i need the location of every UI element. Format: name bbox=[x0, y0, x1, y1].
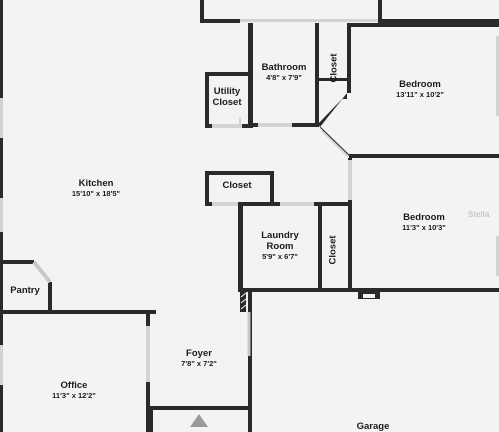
room-dims: 7'8" x 7'2" bbox=[181, 358, 217, 368]
wall bbox=[48, 282, 52, 314]
room-name: Bathroom bbox=[261, 62, 307, 73]
window bbox=[496, 236, 499, 276]
room-name: Kitchen bbox=[78, 178, 114, 189]
watermark: Stella bbox=[468, 210, 490, 219]
wall bbox=[200, 0, 204, 22]
room-label-foyer: Foyer 7'8" x 7'2" bbox=[181, 348, 217, 369]
room-name: Bedroom bbox=[399, 79, 441, 90]
wall bbox=[205, 171, 274, 175]
room-name: Office bbox=[60, 380, 88, 391]
door-opening bbox=[348, 160, 352, 200]
room-label-closet-center: Closet bbox=[222, 180, 252, 192]
pantry-door bbox=[32, 260, 52, 284]
window bbox=[240, 19, 380, 22]
door-opening bbox=[280, 202, 314, 206]
room-label-bathroom: Bathroom 4'8" x 7'9" bbox=[261, 62, 307, 83]
door-opening bbox=[212, 124, 242, 128]
room-label-kitchen: Kitchen 15'10" x 18'5" bbox=[71, 178, 121, 199]
wall bbox=[351, 288, 499, 292]
door-opening bbox=[258, 123, 292, 127]
wall bbox=[238, 206, 243, 292]
room-dims: 4'8" x 7'9" bbox=[266, 72, 302, 82]
wall bbox=[348, 158, 352, 292]
room-name: Utility Closet bbox=[212, 86, 242, 108]
wall-angled bbox=[319, 126, 351, 157]
room-name: Garage bbox=[356, 421, 390, 432]
room-label-closet-top: Closet bbox=[328, 53, 340, 83]
wall bbox=[349, 154, 499, 158]
room-name: Pantry bbox=[10, 285, 40, 296]
door-opening bbox=[212, 202, 244, 206]
room-name: Foyer bbox=[186, 348, 212, 359]
wall bbox=[205, 72, 248, 76]
angled-opening bbox=[320, 128, 350, 158]
room-dims: 11'3" x 12'2" bbox=[52, 390, 96, 400]
window bbox=[0, 198, 3, 232]
room-label-office: Office 11'3" x 12'2" bbox=[52, 380, 96, 401]
wall bbox=[347, 23, 499, 27]
wall bbox=[270, 171, 274, 206]
window bbox=[0, 345, 3, 385]
wall-angled bbox=[318, 93, 347, 127]
wall bbox=[205, 72, 209, 128]
wall bbox=[200, 19, 240, 23]
room-label-utility-closet: Utility Closet bbox=[209, 86, 245, 109]
room-name: Closet bbox=[222, 180, 252, 191]
room-label-bedroom-2: Bedroom 11'3" x 10'3" bbox=[402, 212, 446, 233]
room-label-pantry: Pantry bbox=[10, 285, 40, 297]
door-opening bbox=[146, 326, 150, 382]
window bbox=[496, 36, 499, 116]
wall bbox=[318, 206, 322, 292]
room-label-bedroom-1: Bedroom 13'11" x 10'2" bbox=[396, 79, 444, 100]
wall bbox=[378, 0, 382, 22]
entry-arrow-icon bbox=[190, 414, 208, 427]
garage-mark bbox=[363, 294, 375, 298]
room-label-laundry: Laundry Room 5'9" x 6'7" bbox=[257, 230, 303, 261]
wall bbox=[347, 23, 351, 93]
room-label-garage: Garage bbox=[356, 421, 390, 432]
room-name: Bedroom bbox=[403, 212, 445, 223]
room-dims: 13'11" x 10'2" bbox=[396, 89, 444, 99]
wall bbox=[319, 78, 347, 81]
wall bbox=[248, 23, 253, 128]
wall bbox=[238, 288, 351, 292]
window bbox=[0, 98, 3, 138]
wall bbox=[150, 406, 248, 410]
wall bbox=[0, 310, 156, 314]
wall bbox=[378, 19, 499, 23]
wall bbox=[0, 260, 34, 264]
room-dims: 5'9" x 6'7" bbox=[262, 251, 298, 261]
room-name: Laundry Room bbox=[261, 230, 299, 252]
room-dims: 15'10" x 18'5" bbox=[71, 188, 121, 198]
wall bbox=[248, 292, 252, 432]
room-label-closet-laundry: Closet bbox=[327, 235, 339, 265]
room-dims: 11'3" x 10'3" bbox=[402, 222, 446, 232]
wall bbox=[315, 23, 319, 127]
wall bbox=[150, 406, 153, 432]
wall bbox=[205, 171, 209, 206]
